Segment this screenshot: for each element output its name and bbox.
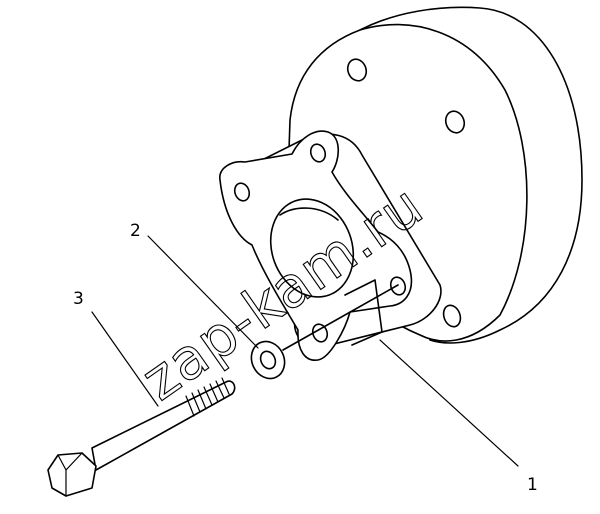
leader-line-2 [147, 235, 259, 349]
callout-label-2: 2 [130, 221, 141, 241]
washer-part [250, 340, 286, 380]
callout-label-1: 1 [527, 475, 538, 495]
washer-hole [259, 350, 277, 370]
assembly-axis-line [282, 284, 399, 351]
flange-hole [442, 304, 462, 328]
plate-hole [311, 323, 329, 343]
pump-housing-part [219, 6, 583, 361]
plate-hole [309, 143, 327, 163]
bolt-threads [185, 377, 230, 417]
washer-outer [250, 340, 286, 380]
side-stub [344, 279, 383, 346]
bolt-hex-head [47, 452, 97, 497]
leader-line-3 [91, 311, 159, 407]
bolt-head-edges [57, 452, 83, 497]
plate-hole [233, 182, 251, 202]
leader-line-1 [379, 339, 519, 467]
flange-hole [444, 110, 466, 134]
central-boss [269, 198, 355, 298]
flange-hole [346, 58, 368, 82]
callout-label-3: 3 [73, 289, 84, 309]
boss-highlight [279, 207, 339, 221]
bolt-shank [91, 380, 236, 471]
bolt-part [47, 377, 236, 497]
